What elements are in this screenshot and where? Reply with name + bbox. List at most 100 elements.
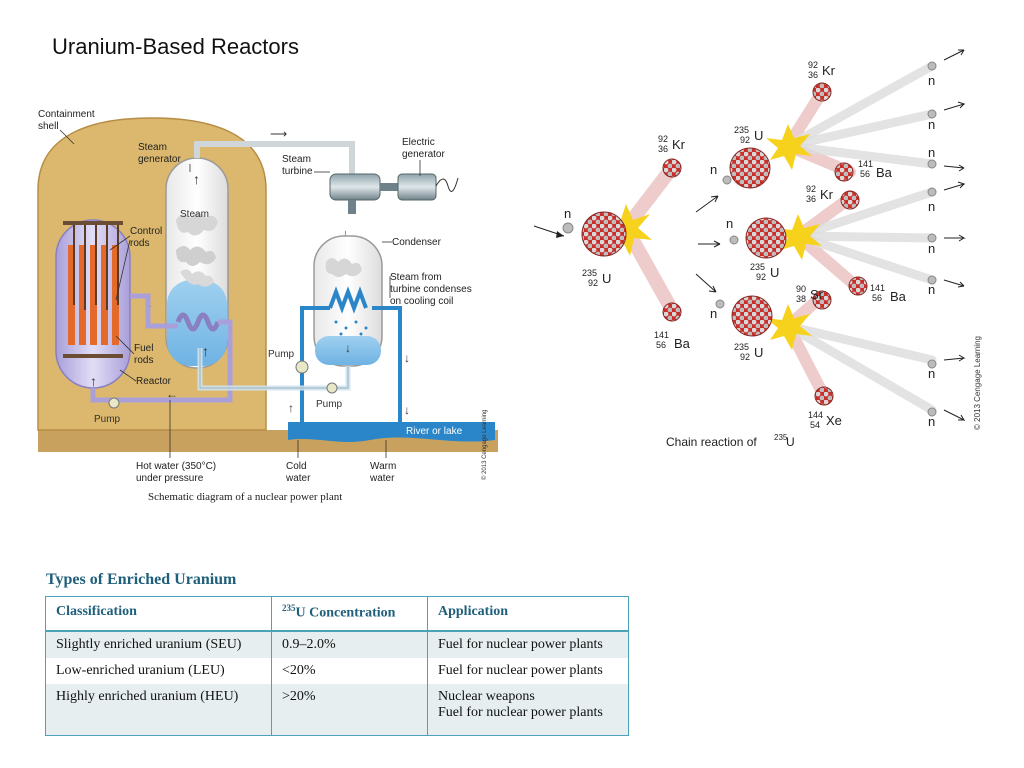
label-steam-generator: Steam <box>138 142 167 153</box>
cell-classification: Slightly enriched uranium (SEU) <box>45 630 272 658</box>
svg-text:under pressure: under pressure <box>136 473 204 484</box>
river <box>288 422 495 442</box>
plant-caption: Schematic diagram of a nuclear power pla… <box>148 491 342 503</box>
svg-text:←: ← <box>166 387 178 401</box>
svg-text:36: 36 <box>808 70 818 80</box>
label-steam-turbine: Steam <box>282 154 311 165</box>
cell-classification: Low-enriched uranium (LEU) <box>45 657 272 684</box>
svg-text:Ba: Ba <box>890 289 907 304</box>
svg-text:Pump: Pump <box>94 414 121 425</box>
heat-exchanger-coil <box>175 312 221 332</box>
svg-text:Pump: Pump <box>316 399 343 410</box>
svg-text:n: n <box>928 117 935 132</box>
label-warm-water: Warm <box>370 461 396 472</box>
svg-text:235: 235 <box>734 125 749 135</box>
svg-text:Chain reaction of: Chain reaction of <box>666 435 757 449</box>
label-fuel-rods: Fuel <box>134 343 153 354</box>
svg-text:turbine condenses: turbine condenses <box>390 284 472 295</box>
cell-classification: Highly enriched uranium (HEU) <box>45 683 272 736</box>
sr-product <box>812 290 832 310</box>
svg-text:↑: ↑ <box>288 401 294 415</box>
chain-reaction-diagram: n n n n n n n <box>533 49 982 449</box>
cell-concentration: <20% <box>271 657 428 684</box>
application-line: Fuel for nuclear power plants <box>438 704 603 720</box>
output-neutrons: n n n n n n n n <box>927 49 966 429</box>
cell-concentration: 0.9–2.0% <box>271 630 428 658</box>
chain-caption: Chain reaction of 235 U <box>666 433 795 449</box>
power-plant-diagram: River or lake ↓ Steam ↑ ↑ ← ↑ Pump ⟶ <box>37 109 498 503</box>
label-condenser: Condenser <box>392 237 442 248</box>
svg-text:Kr: Kr <box>820 187 834 202</box>
table-row: Slightly enriched uranium (SEU) 0.9–2.0%… <box>45 630 629 658</box>
svg-text:↑: ↑ <box>90 373 97 389</box>
table-title: Types of Enriched Uranium <box>46 571 237 588</box>
svg-text:↓: ↓ <box>342 226 349 241</box>
label-hot-water: Hot water (350°C) <box>136 461 216 472</box>
header-application: Application <box>427 596 629 632</box>
chain-copyright: © 2013 Cengage Learning <box>973 336 982 430</box>
slide-title: Uranium-Based Reactors <box>52 34 299 59</box>
application-line: Nuclear weapons <box>438 688 535 704</box>
uranium-nucleus-2 <box>729 147 771 189</box>
header-concentration: 235U Concentration <box>271 596 428 632</box>
svg-text:141: 141 <box>870 283 885 293</box>
svg-text:Pump: Pump <box>268 349 295 360</box>
primary-loop-top <box>130 293 178 329</box>
svg-text:↓: ↓ <box>404 351 410 365</box>
svg-text:235: 235 <box>582 268 597 278</box>
svg-text:56: 56 <box>872 293 882 303</box>
svg-text:92: 92 <box>740 352 750 362</box>
svg-text:90: 90 <box>796 284 806 294</box>
svg-text:38: 38 <box>796 294 806 304</box>
kr-product-1 <box>662 158 682 178</box>
svg-text:235: 235 <box>734 342 749 352</box>
kr-product-3 <box>840 190 860 210</box>
uranium-nucleus-3 <box>745 217 787 259</box>
svg-text:Ba: Ba <box>674 336 691 351</box>
svg-text:U: U <box>786 435 795 449</box>
label-reactor: Reactor <box>136 376 172 387</box>
svg-text:⟶: ⟶ <box>270 127 287 141</box>
svg-text:Kr: Kr <box>822 63 836 78</box>
fission-flashes <box>602 124 822 350</box>
svg-text:↓: ↓ <box>345 341 351 355</box>
svg-text:↑: ↑ <box>202 343 209 359</box>
svg-text:141: 141 <box>858 159 873 169</box>
svg-text:U: U <box>754 345 763 360</box>
svg-text:n: n <box>928 414 935 429</box>
steam-turbine <box>329 173 381 201</box>
svg-text:235: 235 <box>774 433 788 442</box>
header-classification: Classification <box>45 596 272 632</box>
svg-text:92: 92 <box>740 135 750 145</box>
svg-text:36: 36 <box>806 194 816 204</box>
application-line: Fuel for nuclear power plants <box>438 662 603 678</box>
svg-text:n: n <box>928 145 935 160</box>
header-conc-label: U Concentration <box>295 605 396 621</box>
incoming-neutron <box>562 222 574 234</box>
cell-concentration: >20% <box>271 683 428 736</box>
xe-product <box>814 386 834 406</box>
cooling-coil <box>328 286 368 314</box>
svg-text:36: 36 <box>658 144 668 154</box>
kr-product-2 <box>812 82 832 102</box>
river-label: River or lake <box>406 426 463 437</box>
svg-text:n: n <box>564 206 571 221</box>
svg-text:Sr: Sr <box>810 287 824 302</box>
ba-product-1 <box>662 302 682 322</box>
svg-text:water: water <box>285 473 311 484</box>
cell-application: Fuel for nuclear power plants <box>427 657 629 684</box>
ba-product-2 <box>834 162 854 182</box>
svg-text:n: n <box>710 306 717 321</box>
svg-text:Ba: Ba <box>876 165 893 180</box>
steam-line <box>194 141 355 178</box>
svg-text:water: water <box>369 473 395 484</box>
